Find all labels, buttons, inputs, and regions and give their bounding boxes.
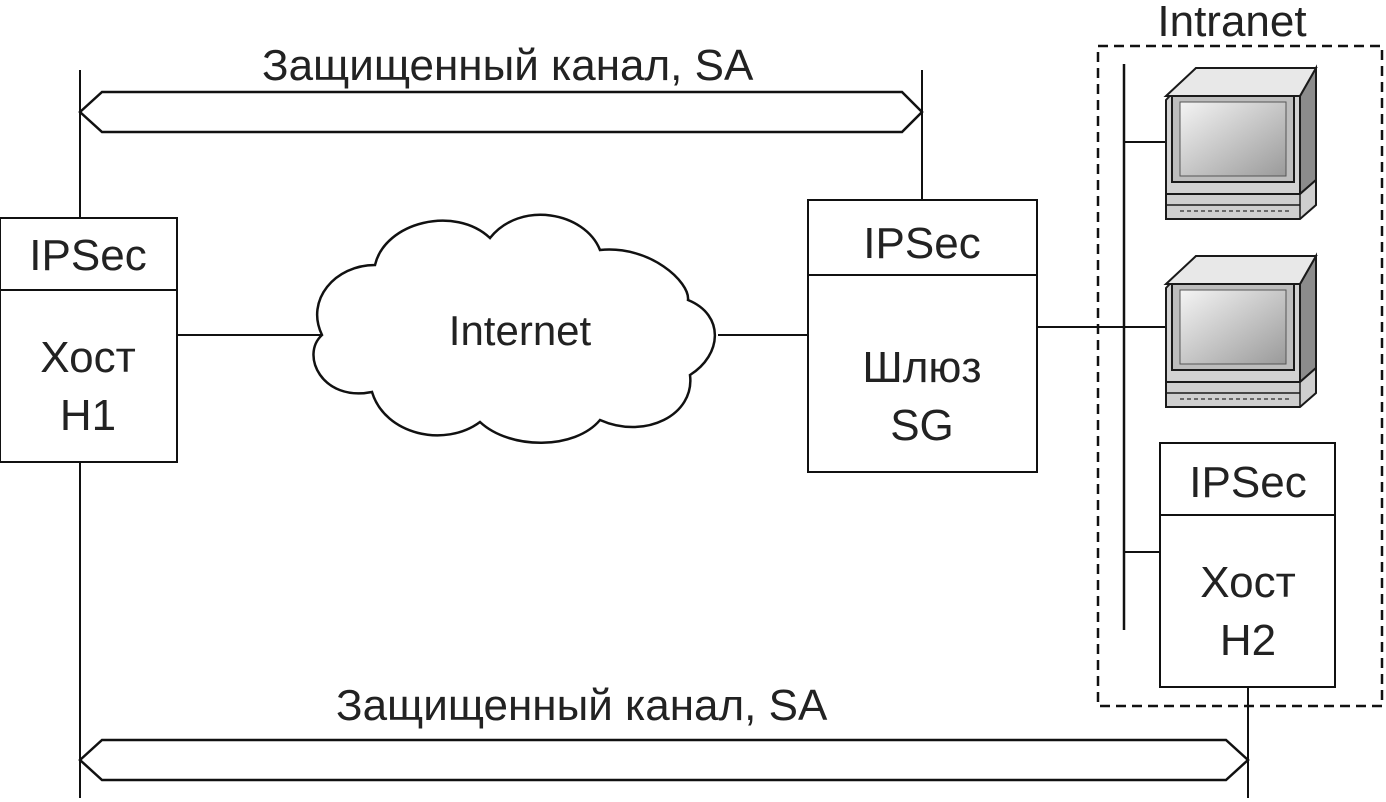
channel-label-top: Защищенный канал, SA (262, 41, 754, 90)
desktop-computer-icon (1165, 255, 1317, 408)
gateway-type: Шлюз (862, 343, 981, 392)
gateway-name: SG (890, 401, 954, 450)
host-h2-protocol: IPSec (1189, 458, 1306, 507)
internet-label: Internet (449, 307, 592, 354)
host-h1-name: H1 (60, 391, 116, 440)
channel-label-bottom: Защищенный канал, SA (336, 681, 828, 730)
internet-cloud: Internet (312, 213, 716, 444)
double-arrow-top (78, 90, 924, 134)
host-h2-name: H2 (1220, 616, 1276, 665)
gateway-sg: IPSec Шлюз SG (807, 199, 1038, 473)
double-arrow-bottom (78, 738, 1250, 782)
host-h1-protocol: IPSec (29, 231, 146, 280)
desktop-computer-icon (1165, 67, 1317, 220)
intranet-region: Intranet IPSec Хост H2 (1096, 0, 1384, 708)
host-h1-type: Хост (40, 333, 135, 382)
gateway-protocol: IPSec (863, 219, 980, 268)
intranet-label: Intranet (1157, 0, 1306, 46)
secure-channel-top: Защищенный канал, SA (78, 41, 924, 218)
secure-channel-bottom: Защищенный канал, SA (78, 462, 1250, 798)
host-h1: IPSec Хост H1 (0, 217, 178, 463)
host-h2: IPSec Хост H2 (1159, 442, 1336, 688)
host-h2-type: Хост (1200, 558, 1295, 607)
